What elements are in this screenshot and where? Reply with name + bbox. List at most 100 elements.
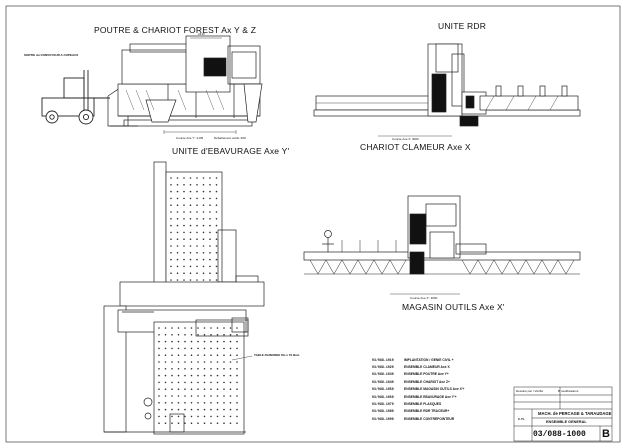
table-hole-dot bbox=[177, 395, 180, 397]
table-hole-dot bbox=[236, 327, 238, 329]
table-hole-dot bbox=[209, 224, 211, 227]
table-hole-dot bbox=[189, 252, 192, 254]
table-hole-dot bbox=[203, 340, 206, 343]
table-hole-dot bbox=[223, 347, 225, 350]
table-hole-dot bbox=[196, 245, 198, 247]
table-hole-dot bbox=[176, 211, 179, 213]
table-hole-dot bbox=[216, 402, 219, 404]
table-hole-dot bbox=[190, 334, 193, 336]
table-hole-dot bbox=[196, 231, 198, 234]
table-hole-dot bbox=[184, 334, 186, 336]
table-hole-dot bbox=[170, 252, 172, 254]
table-hole-dot bbox=[171, 361, 173, 363]
table-hole-dot bbox=[210, 361, 212, 363]
table-hole-dot bbox=[189, 279, 192, 281]
table-hole-dot bbox=[196, 265, 198, 268]
table-hole-dot bbox=[215, 197, 218, 200]
table-hole-dot bbox=[209, 218, 211, 220]
table-hole-dot bbox=[229, 347, 232, 350]
table-hole-dot bbox=[209, 265, 211, 268]
part-number: 03/088-1090 bbox=[372, 416, 394, 421]
table-hole-dot bbox=[164, 402, 167, 404]
table-hole-dot bbox=[171, 415, 173, 418]
table-hole-dot bbox=[202, 177, 205, 179]
table-hole-dot bbox=[184, 374, 186, 377]
table-hole-dot bbox=[209, 258, 211, 261]
table-hole-dot bbox=[170, 238, 172, 240]
table-hole-dot bbox=[215, 258, 218, 261]
table-hole-dot bbox=[190, 388, 193, 391]
table-hole-dot bbox=[196, 224, 198, 227]
table-hole-dot bbox=[203, 374, 206, 377]
annotation-course-x2: Course Axe X': 3000 bbox=[410, 296, 438, 300]
table-hole-dot bbox=[210, 381, 212, 384]
table-hole-dot bbox=[202, 211, 205, 213]
table-hole-dot bbox=[216, 395, 219, 397]
table-hole-dot bbox=[229, 340, 232, 343]
table-hole-dot bbox=[196, 252, 198, 254]
table-hole-dot bbox=[177, 415, 180, 418]
sheet-border bbox=[5, 5, 621, 443]
table-hole-dot bbox=[216, 408, 219, 411]
table-hole-dot bbox=[236, 361, 238, 363]
table-hole-dot bbox=[158, 381, 160, 384]
table-hole-dot bbox=[216, 388, 219, 391]
table-hole-dot bbox=[184, 402, 186, 404]
table-hole-dot bbox=[202, 197, 205, 200]
table-hole-dot bbox=[158, 408, 160, 411]
table-hole-dot bbox=[196, 204, 198, 206]
table-hole-dot bbox=[158, 402, 160, 404]
annotation-course-x: Course Axe X: 3000 bbox=[392, 137, 419, 141]
table-hole-dot bbox=[203, 415, 206, 418]
table-hole-dot bbox=[171, 422, 173, 425]
title-ebavurage: UNITE d'EBAVURAGE Axe Y' bbox=[172, 146, 290, 156]
table-hole-dot bbox=[203, 408, 206, 411]
table-hole-dot bbox=[189, 272, 192, 275]
table-hole-dot bbox=[176, 279, 179, 281]
table-hole-dot bbox=[158, 361, 160, 363]
table-hole-dot bbox=[183, 279, 185, 281]
table-hole-dot bbox=[189, 258, 192, 261]
table-hole-dot bbox=[210, 334, 212, 336]
table-hole-dot bbox=[189, 211, 192, 213]
part-number: 03/088-1040 bbox=[372, 379, 394, 384]
table-hole-dot bbox=[197, 395, 199, 397]
table-hole-dot bbox=[177, 361, 180, 363]
table-hole-dot bbox=[216, 334, 219, 336]
table-hole-dot bbox=[183, 252, 185, 254]
table-hole-dot bbox=[216, 354, 219, 357]
table-hole-dot bbox=[189, 218, 192, 220]
annotation-debattement: Débattement outils: 600 bbox=[214, 136, 246, 140]
table-hole-dot bbox=[216, 327, 219, 329]
table-hole-dot bbox=[189, 231, 192, 234]
annotation-course-y: Course Axe Y': 2135 bbox=[176, 136, 204, 140]
table-hole-dot bbox=[209, 245, 211, 247]
table-hole-dot bbox=[197, 374, 199, 377]
table-hole-dot bbox=[197, 340, 199, 343]
table-hole-dot bbox=[229, 361, 232, 363]
part-description: ENSEMBLE MAGASIN OUTILS Axe X'+ bbox=[404, 387, 465, 392]
table-hole-dot bbox=[197, 422, 199, 425]
part-description: IMPLANTATION / GENIE CIVIL + bbox=[404, 357, 454, 362]
table-hole-dot bbox=[229, 368, 232, 370]
table-hole-dot bbox=[170, 184, 172, 186]
table-hole-dot bbox=[202, 231, 205, 234]
table-hole-dot bbox=[202, 279, 205, 281]
table-hole-dot bbox=[184, 408, 186, 411]
table-hole-dot bbox=[236, 402, 238, 404]
annotation-convoyeur: SORTIE du CONVOYEUR A COPEAUX bbox=[24, 53, 79, 57]
table-hole-dot bbox=[215, 211, 218, 213]
table-hole-dot bbox=[183, 177, 185, 179]
table-hole-dot bbox=[215, 272, 218, 275]
table-hole-dot bbox=[158, 374, 160, 377]
table-hole-dot bbox=[223, 327, 225, 329]
table-hole-dot bbox=[177, 388, 180, 391]
table-hole-dot bbox=[189, 190, 192, 193]
table-hole-dot bbox=[223, 354, 225, 357]
table-hole-dot bbox=[202, 204, 205, 206]
table-hole-dot bbox=[215, 265, 218, 268]
table-hole-dot bbox=[236, 347, 238, 350]
part-description: ENSEMBLE CHARIOT Axe Z+ bbox=[404, 379, 450, 384]
